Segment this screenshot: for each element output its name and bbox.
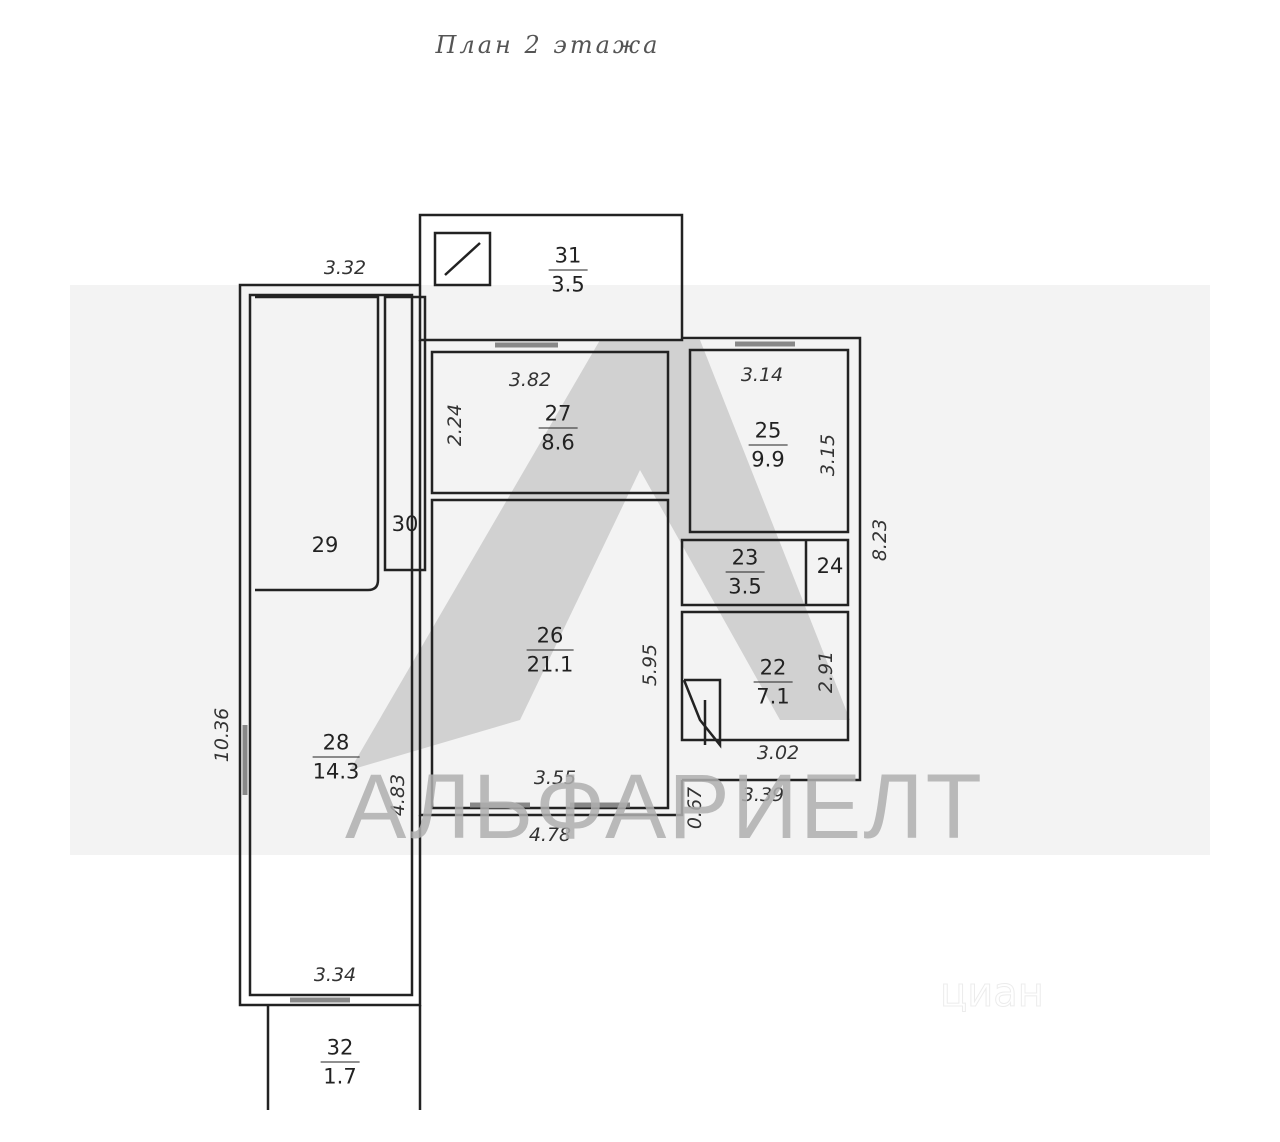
room-27-walls [430, 350, 670, 495]
dim-label: 8.23 [869, 518, 891, 562]
room-26-walls [430, 498, 670, 810]
room-31-walls [418, 213, 684, 342]
dim-label: 3.14 [740, 364, 784, 386]
room-25-walls [688, 348, 850, 534]
room-24-number: 24 [816, 554, 844, 578]
staircase [682, 678, 722, 749]
shaft-box [433, 231, 492, 287]
dim-label: 3.32 [323, 257, 367, 279]
room-29-walls [255, 295, 380, 592]
dim-label: 2.24 [444, 403, 466, 447]
dim-label: 2.91 [815, 650, 837, 694]
dim-label: 3.15 [817, 433, 839, 477]
plan-title: План 2 этажа [435, 31, 661, 59]
room-28-walls [248, 293, 414, 997]
dim-label: 3.82 [508, 369, 552, 391]
room-30-number: 30 [391, 512, 419, 536]
dim-label: 5.95 [639, 643, 661, 687]
room-22-walls [680, 610, 850, 742]
room-30-walls [383, 295, 427, 572]
watermark-cian: циан [940, 970, 1045, 1017]
dim-label: 3.02 [756, 742, 800, 764]
dim-label: 10.36 [211, 707, 233, 763]
watermark-logo [350, 340, 850, 770]
watermark-brand: АЛЬФАРИЕЛТ [345, 756, 984, 858]
room-29-number: 29 [311, 533, 339, 557]
dim-label: 3.39 [741, 784, 785, 806]
dim-label: 3.55 [533, 767, 577, 789]
dim-label: 4.78 [528, 824, 572, 846]
room-23-walls [680, 538, 850, 607]
dim-label: 3.34 [313, 964, 357, 986]
